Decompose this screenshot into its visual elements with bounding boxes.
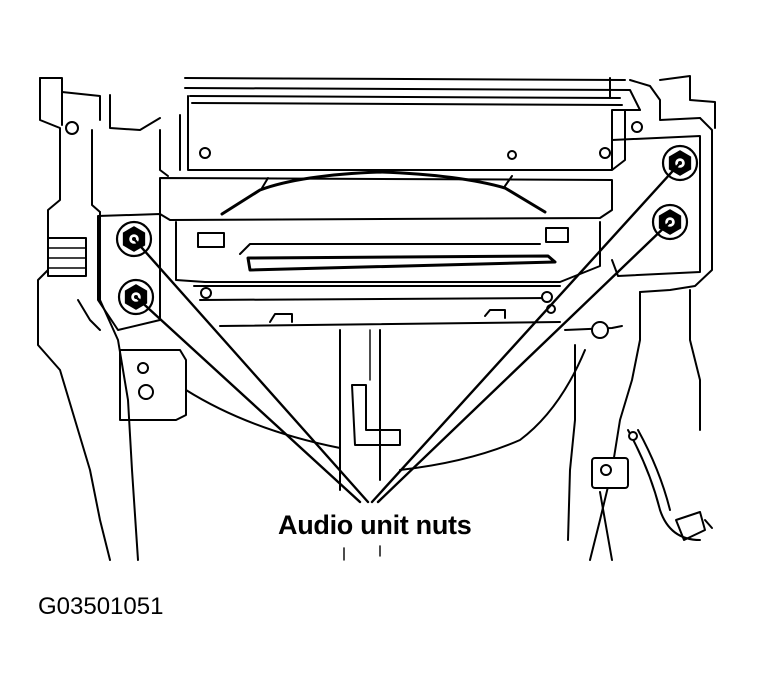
right-mounting-bracket xyxy=(611,135,701,277)
bolt-icon xyxy=(591,321,609,339)
left-dash-panel xyxy=(37,77,341,561)
bolt-icon xyxy=(541,291,553,303)
bolt-icon xyxy=(137,362,149,374)
bolt-icon xyxy=(599,147,611,159)
bolt-icon xyxy=(65,121,79,135)
center-console xyxy=(339,329,401,561)
figure-code: G03501051 xyxy=(38,593,164,620)
bolt-icon xyxy=(200,287,212,299)
left-mounting-bracket xyxy=(97,213,161,331)
bolt-icon xyxy=(631,121,643,133)
bolt-icon xyxy=(199,147,211,159)
audio-unit-housing xyxy=(184,77,643,171)
right-dash-panel xyxy=(399,75,716,561)
bolt-icon xyxy=(628,431,638,441)
bolt-icon xyxy=(138,384,154,400)
audio-unit-face xyxy=(159,170,613,327)
callout-leaders xyxy=(132,161,682,504)
audio-unit-nuts-label: Audio unit nuts xyxy=(278,510,472,540)
bolt-icon xyxy=(600,464,612,476)
bolt-icon xyxy=(507,150,517,160)
